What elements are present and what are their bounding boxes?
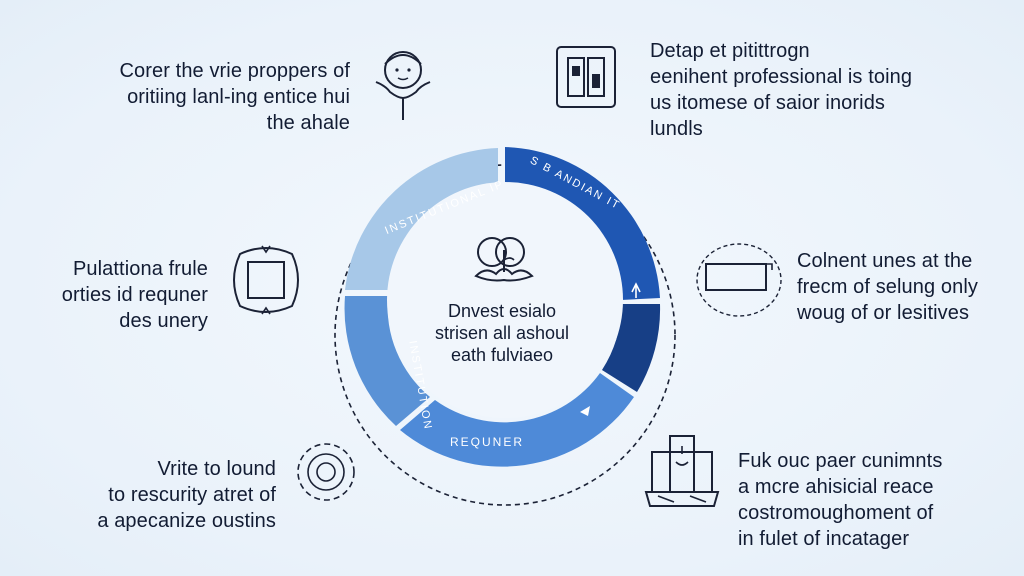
mid-left-line-1: Pulattiona frule bbox=[72, 258, 208, 280]
top-right-segment bbox=[505, 147, 660, 300]
card-circle-icon bbox=[696, 243, 782, 317]
top-left-line-2: oritiing lanl-ing entice hui bbox=[127, 86, 350, 108]
concentric-circles-icon bbox=[297, 443, 355, 501]
document-panel-icon bbox=[556, 46, 616, 108]
outer-dashed-circle bbox=[334, 164, 676, 506]
mid-right-text: Colnent unes at the frecm of selung only… bbox=[797, 248, 1007, 326]
top-left-line-3: the ahale bbox=[266, 112, 350, 134]
bottom-right-line-3: costromoughoment of bbox=[738, 502, 934, 524]
left-segment bbox=[344, 296, 430, 426]
mid-right-line-1: Colnent unes at the bbox=[797, 250, 973, 272]
right-segment bbox=[602, 304, 661, 392]
segment-label-bottom: REQUNER bbox=[450, 435, 524, 449]
machine-device-icon bbox=[644, 435, 720, 507]
arrow-up-icon bbox=[631, 282, 641, 298]
top-left-text: Corer the vrie proppers of oritiing lanl… bbox=[60, 58, 350, 136]
bottom-left-line-2: to rescurity atret of bbox=[108, 484, 276, 506]
top-right-line-2: eenihent professional is toing bbox=[650, 66, 913, 88]
mid-left-text: Pulattiona frule orties id requner des u… bbox=[20, 256, 208, 334]
top-right-line-1: Detap et pitittrogn bbox=[650, 40, 810, 62]
arrow-right-icon bbox=[580, 406, 590, 416]
top-right-text: Detap et pitittrogn eenihent professiona… bbox=[650, 38, 980, 142]
center-line-3: eath fulviaeo bbox=[450, 345, 554, 365]
mid-right-line-2: frecm of selung only bbox=[797, 276, 978, 298]
bottom-left-text: Vrite to lound to rescurity atret of a a… bbox=[40, 456, 276, 534]
brain-tree-icon bbox=[474, 237, 534, 282]
inner-circle bbox=[387, 182, 623, 418]
ornate-frame-icon bbox=[233, 245, 299, 315]
top-left-line-1: Corer the vrie proppers of bbox=[119, 60, 350, 82]
bottom-left-line-1: Vrite to lound bbox=[157, 458, 276, 480]
bottom-right-line-4: in fulet of incatager bbox=[738, 528, 910, 550]
mid-right-line-3: woug of or lesitives bbox=[797, 302, 970, 324]
bottom-right-line-2: a mcre ahisicial reace bbox=[738, 476, 934, 498]
bottom-segment bbox=[400, 373, 634, 467]
top-right-line-4: lundls bbox=[650, 118, 703, 140]
center-label: Dnvest esialo strisen all ashoul eath fu… bbox=[392, 300, 612, 366]
person-face-icon bbox=[375, 51, 431, 120]
bottom-left-line-3: a apecanize oustins bbox=[97, 510, 276, 532]
center-line-2: strisen all ashoul bbox=[434, 323, 570, 343]
center-line-1: Dnvest esialo bbox=[447, 301, 557, 321]
bottom-right-line-1: Fuk ouc paer cunimnts bbox=[738, 450, 943, 472]
mid-left-line-3: des unery bbox=[119, 310, 208, 332]
mid-left-line-2: orties id requner bbox=[61, 284, 208, 306]
bottom-right-text: Fuk ouc paer cunimnts a mcre ahisicial r… bbox=[738, 448, 1008, 552]
top-right-line-3: us itomese of saior inorids bbox=[650, 92, 886, 114]
